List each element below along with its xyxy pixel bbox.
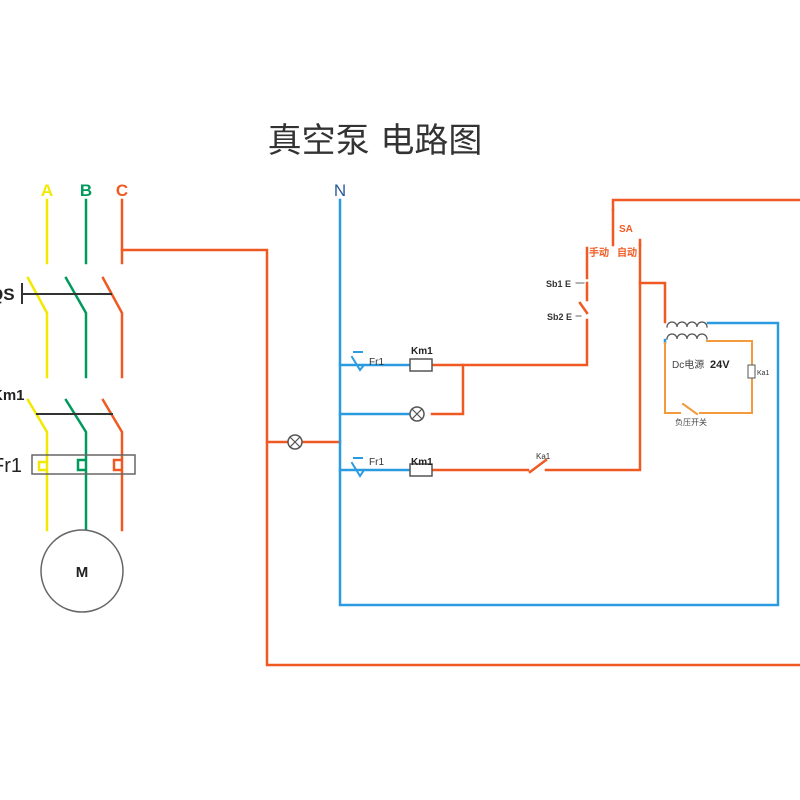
neutral-wire: [338, 198, 780, 607]
km1-main-label: Km1: [0, 387, 25, 404]
neutral-label: N: [334, 181, 346, 200]
motor: [40, 529, 124, 613]
phase-a-wire: [26, 198, 49, 532]
transformer: [666, 321, 708, 340]
fr1-contact-symbols: [350, 351, 366, 478]
qs-linkage: [21, 283, 113, 305]
sa-label: SA: [619, 224, 633, 235]
phase-b-wire: [64, 198, 88, 532]
manual-label: 手动: [589, 246, 609, 259]
ka1-contact-label: Ka1: [536, 452, 551, 461]
fr1-row3-label: Fr1: [369, 457, 384, 468]
km1-coil-row3: [409, 463, 433, 477]
control-live-wire: [120, 198, 800, 667]
voltage-label: 24V: [710, 359, 730, 371]
dc-circuit-wire: [664, 340, 753, 416]
sb2-label: Sb2 E: [547, 312, 572, 322]
qs-label: QS: [0, 285, 15, 304]
motor-label: M: [76, 564, 89, 581]
phase-c-label: C: [116, 181, 128, 200]
km1-row1-label: Km1: [411, 346, 433, 357]
ka1-coil-label: Ka1: [757, 370, 770, 377]
km1-row3-label: Km1: [411, 457, 433, 468]
sb1-label: Sb1 E: [546, 279, 571, 289]
fr1-thermal-relay: [31, 454, 136, 475]
dc-supply-label: Dc电源: [672, 358, 704, 371]
phase-c-wire: [101, 198, 124, 532]
phase-b-label: B: [80, 181, 92, 200]
diagram-title: 真空泵 电路图: [268, 121, 483, 161]
auto-label: 自动: [617, 246, 637, 259]
pressure-switch-label: 负压开关: [675, 417, 707, 427]
phase-a-label: A: [41, 181, 53, 200]
ka1-relay-coil: [747, 364, 756, 379]
fr1-main-label: Fr1: [0, 455, 22, 477]
km1-coil-row1: [409, 358, 433, 372]
fr1-row1-label: Fr1: [369, 357, 384, 368]
